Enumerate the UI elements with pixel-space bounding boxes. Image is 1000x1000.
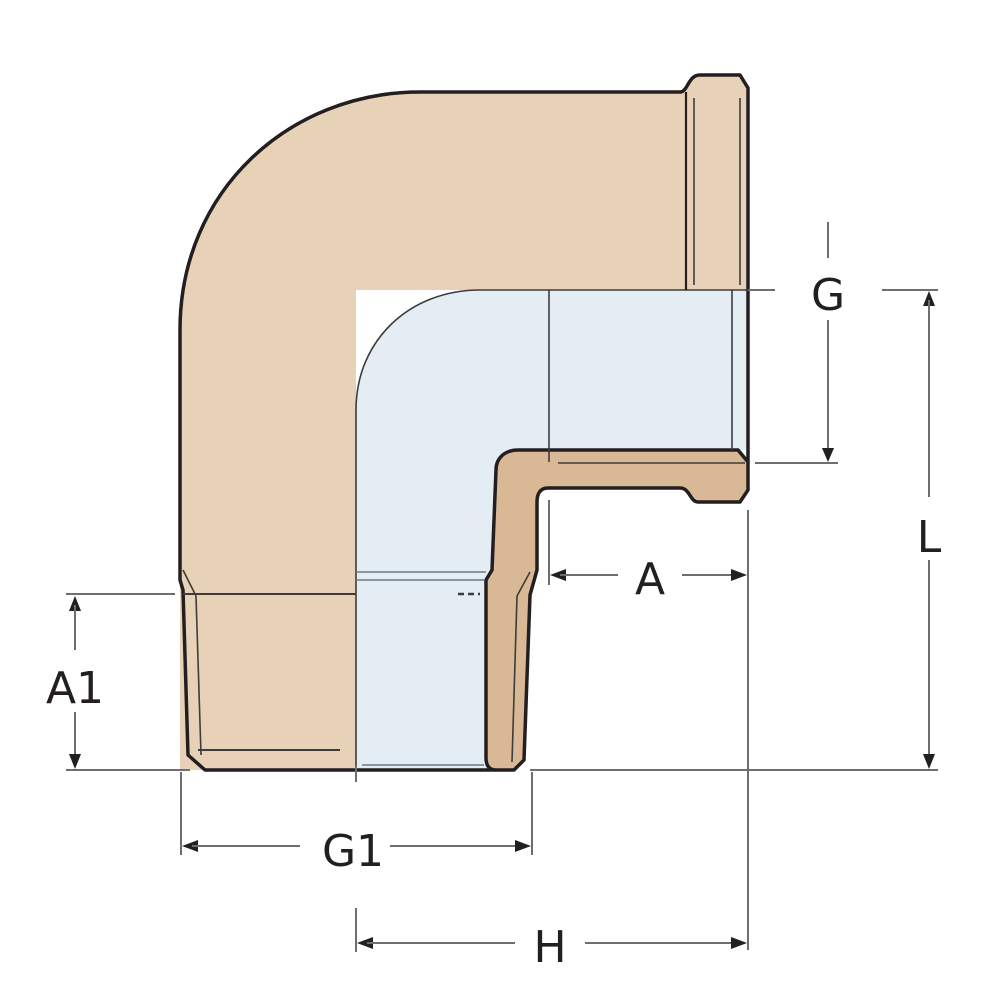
dimension-a1: A1 [46,593,190,771]
g-arrow-down-icon [822,448,834,462]
a1-label: A1 [46,663,104,714]
dimension-h: H [355,765,747,973]
g1-arrow-left-icon [182,840,198,852]
male-thread-right-root [511,595,518,763]
body-outer [180,75,748,770]
g1-arrow-right-icon [515,840,531,852]
dimension-l: L [530,289,942,771]
g1-label: G1 [322,826,384,877]
dimension-a: A [548,500,749,950]
body-left-outline [178,330,750,772]
fitting-body [178,73,750,772]
l-label: L [917,512,942,563]
dimension-g: G [748,222,845,464]
male-thread-chamfer [182,569,197,597]
body-outline [178,73,750,331]
h-label: H [533,922,566,973]
l-arrow-down-icon [923,754,935,769]
a-arrow-right-icon [731,569,747,581]
male-thread-right-chamfer [516,571,531,597]
male-thread-root-line [195,595,202,756]
bore-outline [355,289,748,770]
a1-arrow-down-icon [69,754,81,769]
g-label: G [811,270,845,321]
l-arrow-up-icon [923,291,935,306]
a-arrow-left-icon [550,569,566,581]
h-arrow-right-icon [731,937,747,949]
h-arrow-left-icon [357,937,373,949]
a-label: A [635,554,665,605]
a1-arrow-up-icon [69,596,81,611]
bore-interior [356,290,748,770]
dimension-g1: G1 [180,772,533,877]
